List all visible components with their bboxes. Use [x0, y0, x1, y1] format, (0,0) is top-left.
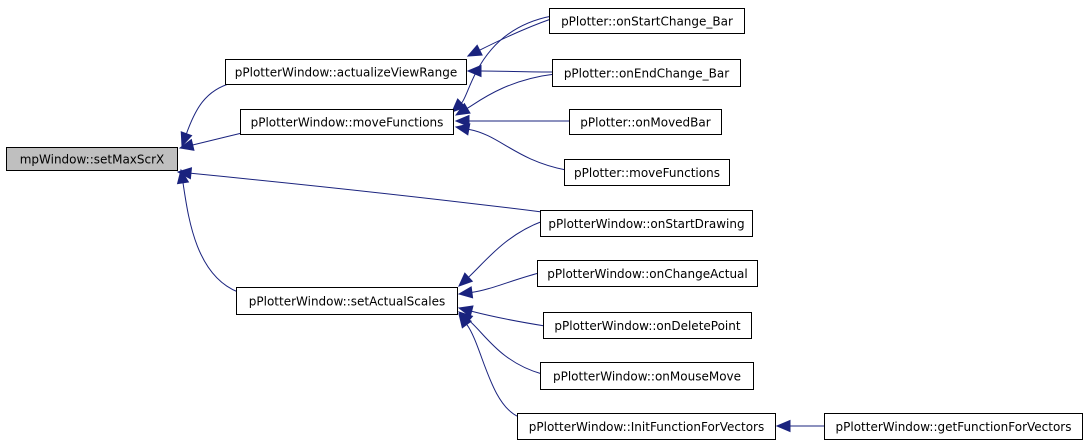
node-box[interactable]: [824, 413, 1083, 440]
node-label: pPlotterWindow::onChangeActual: [547, 267, 747, 281]
node-pmf[interactable]: pPlotter::moveFunctions: [564, 159, 730, 186]
edge-line: [461, 15, 553, 104]
edge-oca-to-sas: [457, 272, 540, 299]
edge-line: [480, 70, 555, 73]
arrowhead: [454, 123, 471, 136]
node-sas[interactable]: pPlotterWindow::setActualScales: [236, 287, 458, 315]
node-gffv[interactable]: pPlotterWindow::getFunctionForVectors: [824, 413, 1083, 440]
edge-line: [192, 132, 243, 146]
node-odp[interactable]: pPlotterWindow::onDeletePoint: [543, 312, 752, 339]
edge-line: [479, 18, 552, 51]
node-label: pPlotter::moveFunctions: [574, 166, 720, 180]
root-node-box[interactable]: [6, 147, 178, 171]
edge-gffv-to-iffv: [775, 419, 826, 433]
node-label: pPlotterWindow::actualizeViewRange: [235, 66, 457, 80]
node-label: pPlotterWindow::moveFunctions: [251, 116, 444, 130]
node-oca[interactable]: pPlotterWindow::onChangeActual: [537, 260, 758, 287]
edge-line: [471, 310, 546, 327]
node-box[interactable]: [543, 312, 752, 339]
edge-avr-to-root: [180, 82, 233, 148]
arrowhead: [176, 168, 190, 185]
edge-line: [468, 220, 544, 278]
node-box[interactable]: [549, 8, 745, 34]
edge-odp-to-sas: [457, 305, 546, 327]
node-box[interactable]: [564, 159, 730, 186]
node-box[interactable]: [517, 413, 776, 440]
edge-line: [182, 182, 239, 293]
node-osd[interactable]: pPlotterWindow::onStartDrawing: [540, 210, 753, 237]
node-box[interactable]: [236, 287, 458, 315]
node-oscb[interactable]: pPlotter::onStartChange_Bar: [549, 8, 745, 34]
edge-iffv-to-sas: [458, 312, 520, 418]
arrowhead: [458, 272, 474, 287]
node-box[interactable]: [537, 260, 758, 287]
node-label: mpWindow::setMaxScrX: [20, 153, 165, 167]
edge-line: [468, 320, 543, 375]
node-box[interactable]: [552, 59, 741, 87]
nodes-layer: mpWindow::setMaxScrX pPlotterWindow::actu…: [6, 8, 1083, 440]
arrowhead: [466, 44, 483, 57]
arrowhead: [457, 286, 474, 299]
arrowhead: [180, 131, 193, 148]
node-label: pPlotterWindow::onDeletePoint: [554, 319, 740, 333]
edge-oecb-to-mf: [454, 73, 556, 116]
node-box[interactable]: [540, 210, 753, 237]
node-label: pPlotter::onMovedBar: [580, 116, 710, 130]
arrowhead: [458, 312, 473, 329]
node-label: pPlotterWindow::setActualScales: [249, 295, 445, 309]
node-root[interactable]: mpWindow::setMaxScrX: [6, 147, 178, 171]
node-avr[interactable]: pPlotterWindow::actualizeViewRange: [225, 59, 467, 85]
edge-pmf-to-mf: [454, 123, 567, 171]
edge-line: [466, 324, 520, 418]
node-label: pPlotterWindow::onStartDrawing: [548, 217, 744, 231]
edge-line: [468, 128, 567, 171]
edge-oscb-to-mf: [451, 15, 553, 113]
edge-oscb-to-avr: [466, 18, 552, 57]
node-label: pPlotterWindow::getFunctionForVectors: [836, 420, 1072, 434]
edge-line: [190, 172, 543, 213]
node-box[interactable]: [225, 59, 467, 85]
node-label: pPlotterWindow::onMouseMove: [553, 370, 741, 384]
node-label: pPlotterWindow::InitFunctionForVectors: [529, 420, 764, 434]
arrowhead: [454, 114, 470, 128]
edge-line: [466, 73, 556, 109]
edge-sas-to-root: [176, 168, 239, 293]
node-box[interactable]: [540, 362, 754, 390]
node-box[interactable]: [240, 109, 454, 135]
arrowhead: [775, 419, 791, 433]
node-omb[interactable]: pPlotter::onMovedBar: [569, 109, 722, 135]
edge-mf-to-root: [178, 132, 243, 151]
node-label: pPlotter::onEndChange_Bar: [564, 67, 729, 81]
node-box[interactable]: [569, 109, 722, 135]
arrowhead: [466, 64, 482, 78]
edge-osd-to-root: [176, 167, 543, 213]
node-oecb[interactable]: pPlotter::onEndChange_Bar: [552, 59, 741, 87]
arrowhead: [454, 102, 471, 116]
node-mf[interactable]: pPlotterWindow::moveFunctions: [240, 109, 454, 135]
node-label: pPlotter::onStartChange_Bar: [561, 15, 733, 29]
edge-line: [471, 272, 540, 293]
edge-omb-to-mf: [454, 114, 572, 128]
node-iffv[interactable]: pPlotterWindow::InitFunctionForVectors: [517, 413, 776, 440]
edge-oecb-to-avr: [466, 64, 555, 78]
node-omm[interactable]: pPlotterWindow::onMouseMove: [540, 362, 754, 390]
arrowhead: [457, 305, 474, 318]
arrowhead: [178, 138, 195, 151]
arrowhead: [451, 98, 467, 113]
edges-layer: [176, 15, 826, 433]
edge-osd-to-sas: [458, 220, 544, 287]
edge-line: [185, 82, 233, 134]
